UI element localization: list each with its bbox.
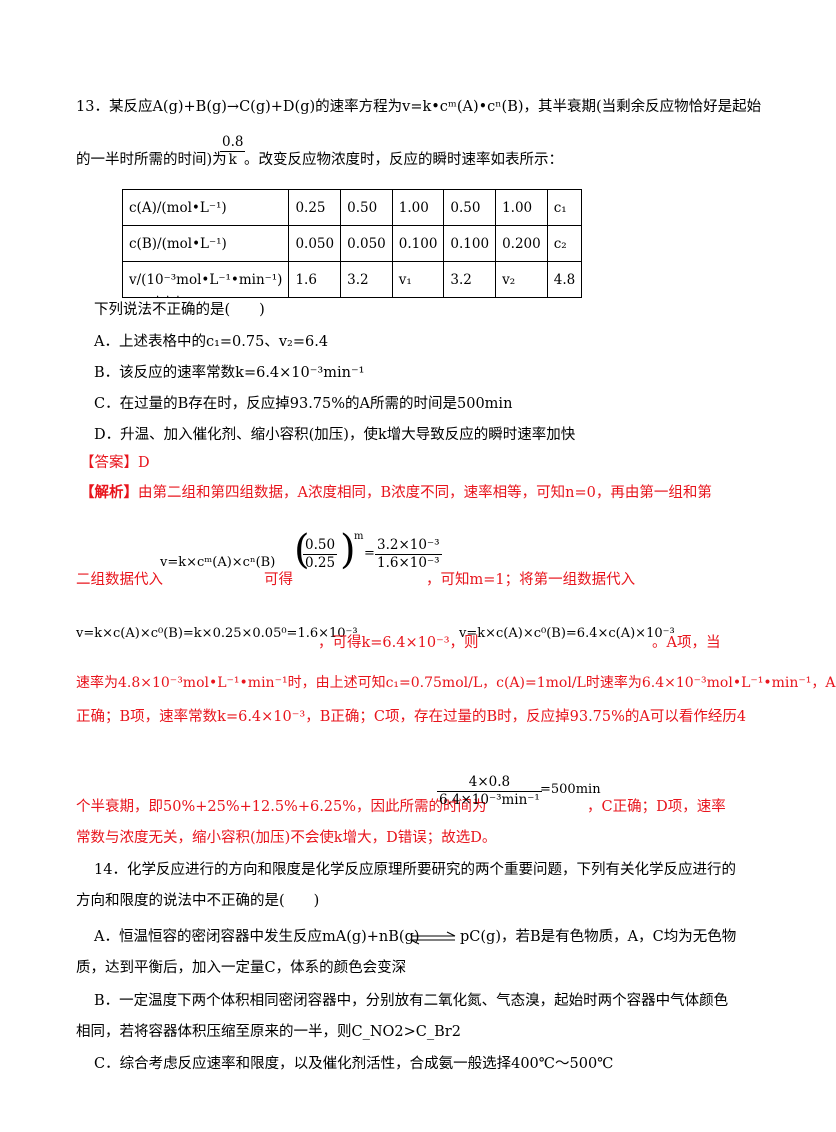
q13-option-c: C．在过量的B存在时，反应掉93.75%的A所需的时间是500min	[94, 396, 513, 412]
analysis-line1: 【解析】由第二组和第四组数据，A浓度相同，B浓度不同，速率相等，可知n=0，再由…	[80, 483, 712, 503]
equilibrium-arrow-icon	[410, 931, 456, 945]
analysis-line5: 正确；B项，速率常数k=6.4×10⁻³，B正确；C项，存在过量的B时，反应掉9…	[76, 709, 747, 725]
right-paren: )	[340, 527, 356, 573]
table-cell: 1.00	[495, 189, 548, 226]
answer-label: 【答案】D	[80, 455, 150, 471]
rate-ratio: 3.2×10⁻³ 1.6×10⁻³	[375, 537, 442, 572]
table-cell: c(B)/(mol•L⁻¹)	[121, 225, 290, 262]
concentration-ratio: 0.50 0.25	[303, 537, 338, 572]
k-formula: v=k×c(A)×c⁰(B)=k×0.25×0.05⁰=1.6×10⁻³	[76, 626, 358, 641]
q13-stem-line1: 13．某反应A(g)+B(g)→C(g)+D(g)的速率方程为v=k•cᵐ(A)…	[76, 99, 762, 115]
table-cell: c(A)/(mol•L⁻¹)	[121, 189, 290, 226]
analysis-line4: 速率为4.8×10⁻³mol•L⁻¹•min⁻¹时，由上述可知c₁=0.75mo…	[76, 675, 836, 691]
analysis-line3-start: ，可得k=6.4×10⁻³，则	[318, 635, 479, 651]
half-life-fraction: 0.8 k	[220, 134, 246, 169]
left-paren: (	[294, 527, 310, 573]
table-cell: 0.25	[288, 189, 342, 226]
q14-option-c-line1: C．综合考虑反应速率和限度，以及催化剂活性，合成氨一般选择400℃～500℃	[94, 1056, 614, 1072]
rate-ratio-numerator: 3.2×10⁻³	[377, 537, 440, 553]
q13-option-b: B．该反应的速率常数k=6.4×10⁻³min⁻¹	[94, 365, 365, 381]
half-life-denominator: k	[220, 151, 246, 169]
equals-sign: =	[364, 546, 375, 561]
emphasis-dots: ···	[156, 292, 187, 303]
q13-stem-line2-start: 的一半时所需的时间)为	[76, 152, 227, 168]
analysis-line2-end: ，可知m=1；将第一组数据代入	[426, 572, 636, 588]
q13-option-a: A．上述表格中的c₁=0.75、v₂=6.4	[94, 334, 329, 350]
table-cell: 0.200	[495, 225, 548, 262]
q14-option-a-start: A．恒温恒容的密闭容器中发生反应mA(g)+nB(g)	[94, 929, 420, 945]
q14-option-a-line2: 质，达到平衡后，加入一定量C，体系的颜色会变深	[76, 960, 407, 976]
ratio-denominator: 0.25	[303, 554, 338, 571]
v-formula: v=k×c(A)×c⁰(B)=6.4×c(A)×10⁻³	[459, 626, 675, 641]
table-cell: 3.2	[340, 261, 393, 298]
rate-ratio-denominator: 1.6×10⁻³	[375, 554, 442, 571]
table-row: c(B)/(mol•L⁻¹) 0.050 0.050 0.100 0.100 0…	[121, 225, 583, 262]
table-cell: 1.00	[391, 189, 445, 226]
q13-ask: 下列说法不正确的是( )	[94, 302, 265, 318]
q14-stem-line2: 方向和限度的说法中不正确的是( )	[76, 893, 320, 909]
table-cell: c₁	[546, 189, 583, 226]
time-denominator: 6.4×10⁻³min⁻¹	[437, 791, 542, 808]
table-cell: v₂	[495, 261, 548, 298]
q14-option-b-line2: 相同，若将容器体积压缩至原来的一半，则C_NO2>C_Br2	[76, 1024, 461, 1040]
table-cell: 4.8	[546, 261, 583, 298]
q14-option-a-end: pC(g)，若B是有色物质，A，C均为无色物	[460, 929, 737, 945]
q13-stem-line2-end: 。改变反应物浓度时，反应的瞬时速率如表所示：	[244, 152, 563, 168]
table-row: v/(10⁻³mol•L⁻¹•min⁻¹) 1.6 3.2 v₁ 3.2 v₂ …	[121, 261, 583, 298]
analysis-line7: 常数与浓度无关，缩小容积(加压)不会使k增大，D错误；故选D。	[76, 830, 497, 846]
rate-table: c(A)/(mol•L⁻¹) 0.25 0.50 1.00 0.50 1.00 …	[121, 189, 583, 298]
table-cell: c₂	[546, 225, 583, 262]
analysis-line2-mid: 可得	[264, 572, 293, 588]
time-numerator: 4×0.8	[468, 774, 511, 790]
table-row: c(A)/(mol•L⁻¹) 0.25 0.50 1.00 0.50 1.00 …	[121, 189, 583, 226]
document-page: { "q13": { "stem_line1": "13．某反应A(g)+B(g…	[76, 99, 836, 1072]
half-life-numerator: 0.8	[222, 134, 244, 150]
table-cell: 0.050	[340, 225, 393, 262]
table-cell: 0.100	[391, 225, 445, 262]
rate-law-formula: v=k×cᵐ(A)×cⁿ(B)	[160, 555, 276, 570]
table-cell: 0.50	[340, 189, 393, 226]
time-fraction: 4×0.8 6.4×10⁻³min⁻¹	[437, 774, 542, 809]
q14-stem-line1: 14．化学反应进行的方向和限度是化学反应原理所要研究的两个重要问题，下列有关化学…	[94, 862, 736, 878]
table-cell: 3.2	[443, 261, 497, 298]
analysis-line6-start: 个半衰期，即50%+25%+12.5%+6.25%，因此所需的时间为	[76, 799, 487, 815]
table-cell: 0.50	[443, 189, 497, 226]
analysis-label: 【解析】	[80, 484, 138, 501]
analysis-line3-end: 。A项，当	[652, 635, 721, 651]
q14-option-b-line1: B．一定温度下两个体积相同密闭容器中，分别放有二氧化氮、气态溴，起始时两个容器中…	[94, 993, 729, 1009]
analysis-text-1: 由第二组和第四组数据，A浓度相同，B浓度不同，速率相等，可知n=0，再由第一组和…	[138, 485, 712, 501]
q13-option-d: D．升温、加入催化剂、缩小容积(加压)，使k增大导致反应的瞬时速率加快	[94, 427, 576, 443]
analysis-line2-start: 二组数据代入	[76, 572, 163, 588]
table-cell: 0.100	[443, 225, 497, 262]
table-cell: 1.6	[288, 261, 342, 298]
time-result: =500min	[540, 782, 601, 797]
table-cell: v/(10⁻³mol•L⁻¹•min⁻¹)	[121, 261, 290, 298]
ratio-exponent: m	[354, 531, 364, 542]
ratio-numerator: 0.50	[305, 537, 336, 553]
table-cell: v₁	[391, 261, 445, 298]
table-cell: 0.050	[288, 225, 342, 262]
analysis-line6-end: ，C正确；D项，速率	[587, 799, 726, 815]
